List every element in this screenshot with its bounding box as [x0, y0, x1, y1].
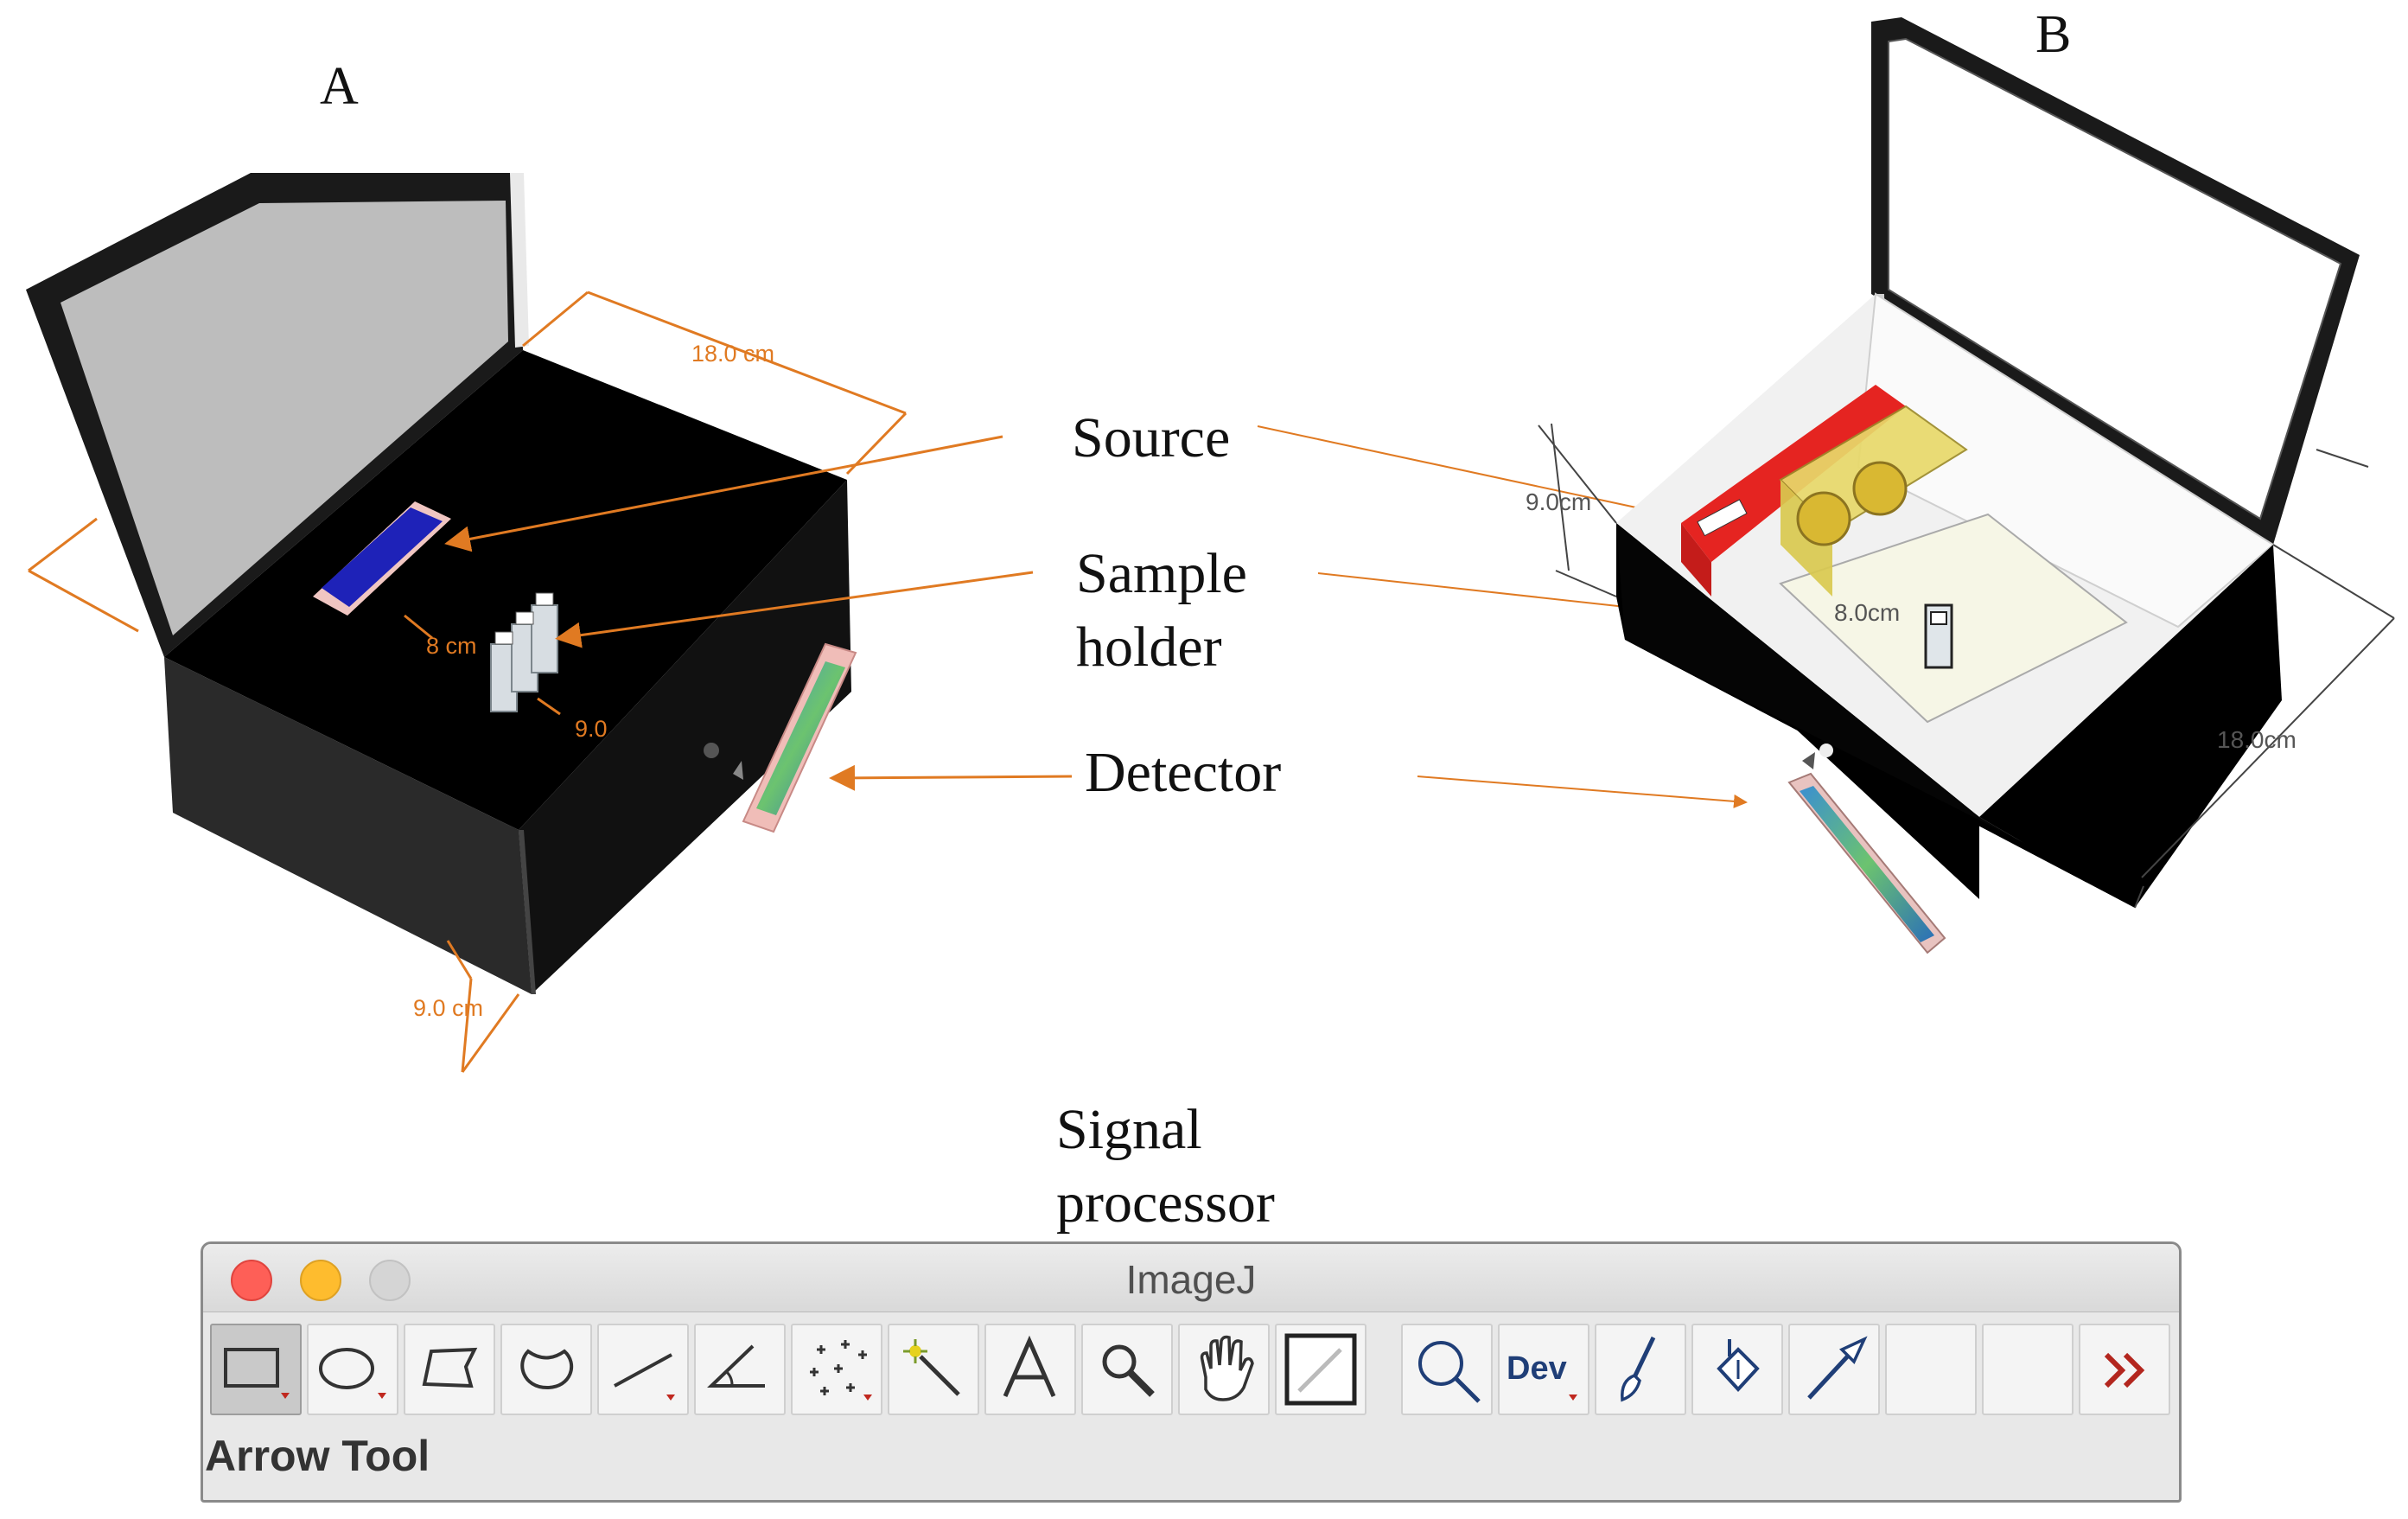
panel-a-sample-detector-label: 9.0 — [575, 716, 608, 742]
panel-b-detector-phone — [1787, 752, 1946, 954]
minimize-window-button[interactable] — [300, 1260, 341, 1301]
freehand-icon — [520, 1349, 574, 1390]
dev-icon: Dev — [1507, 1350, 1577, 1401]
color-picker-tool[interactable] — [1275, 1324, 1366, 1415]
magnifying-glass-icon — [1418, 1341, 1481, 1403]
panel-a-box — [26, 173, 851, 994]
brush-icon — [1621, 1336, 1656, 1402]
angle-icon — [707, 1344, 765, 1388]
oval-tool[interactable] — [307, 1324, 398, 1415]
bucket-icon — [1717, 1339, 1760, 1392]
line-icon — [614, 1353, 675, 1401]
detector-callout: Detector — [1085, 741, 1281, 804]
empty-tool-2[interactable] — [1982, 1324, 2074, 1415]
setup-diagram: A — [26, 5, 2395, 1235]
source-callout: Source — [1072, 406, 1230, 469]
scroll-tool[interactable] — [1178, 1324, 1270, 1415]
magnifier-icon — [1102, 1344, 1155, 1397]
freehand-tool[interactable] — [500, 1324, 592, 1415]
close-window-button[interactable] — [231, 1260, 272, 1301]
double-chevron-icon — [2104, 1352, 2145, 1388]
imagej-title: ImageJ — [1125, 1257, 1257, 1302]
polygon-tool[interactable] — [404, 1324, 495, 1415]
line-tool[interactable] — [597, 1324, 689, 1415]
status-bar: Arrow Tool — [205, 1432, 430, 1480]
flood-fill-tool[interactable] — [1691, 1324, 1783, 1415]
angle-tool[interactable] — [694, 1324, 786, 1415]
developer-menu-tool[interactable]: Dev — [1498, 1324, 1589, 1415]
panel-b-box — [1616, 17, 2360, 908]
arrow-icon — [1807, 1336, 1868, 1400]
text-tool[interactable] — [984, 1324, 1076, 1415]
eyedropper-icon — [1284, 1333, 1357, 1406]
zoom-window-button[interactable] — [369, 1260, 411, 1301]
panel-a-height-label: 9.0 cm — [413, 995, 483, 1021]
wand-tool[interactable] — [888, 1324, 979, 1415]
imagej-toolbar: Dev — [210, 1324, 2172, 1419]
panel-b-label: B — [2035, 5, 2071, 64]
rectangle-tool[interactable] — [210, 1324, 302, 1415]
polygon-icon — [422, 1347, 478, 1388]
panel-b-width-label: 9.0cm — [1526, 488, 1591, 515]
oval-icon — [319, 1348, 386, 1399]
panel-b-dimension-lines — [1538, 423, 2395, 909]
zoom-tool[interactable] — [1401, 1324, 1493, 1415]
brush-tool[interactable] — [1595, 1324, 1686, 1415]
panel-a-sample-holder — [490, 592, 558, 712]
panel-b-sample-holder — [1924, 603, 1953, 669]
imagej-window: ImageJ — [201, 1241, 2182, 1503]
signal-processor-callout-line2: processor — [1056, 1171, 1275, 1235]
panel-b-length-label: 18.0cm — [2217, 726, 2297, 753]
multipoint-icon — [810, 1340, 872, 1401]
panel-a-callout-arrows — [444, 435, 1073, 791]
empty-tool-1[interactable] — [1885, 1324, 1977, 1415]
panel-a-source-phone — [313, 501, 451, 616]
panel-a-detector-phone — [733, 642, 857, 833]
signal-processor-callout-line1: Signal — [1056, 1098, 1202, 1161]
wand-icon — [903, 1339, 960, 1396]
panel-a-length-label: 18.0 cm — [691, 341, 774, 367]
imagej-titlebar: ImageJ — [203, 1244, 2179, 1312]
rectangle-icon — [224, 1348, 290, 1399]
panel-b-source-sample-label: 8.0cm — [1834, 599, 1900, 626]
panel-a-label: A — [320, 57, 359, 116]
svg-text:Dev: Dev — [1507, 1350, 1567, 1387]
arrow-tool[interactable] — [1788, 1324, 1880, 1415]
hand-icon — [1200, 1335, 1254, 1401]
multipoint-tool[interactable] — [791, 1324, 882, 1415]
sample-holder-callout-line2: holder — [1076, 616, 1222, 679]
panel-b-source-unit — [1681, 385, 1968, 597]
magnifier-tool[interactable] — [1081, 1324, 1173, 1415]
panel-a-source-sample-label: 8 cm — [426, 633, 477, 659]
text-icon — [1003, 1335, 1056, 1398]
more-tools[interactable] — [2079, 1324, 2170, 1415]
sample-holder-callout-line1: Sample — [1076, 542, 1247, 605]
